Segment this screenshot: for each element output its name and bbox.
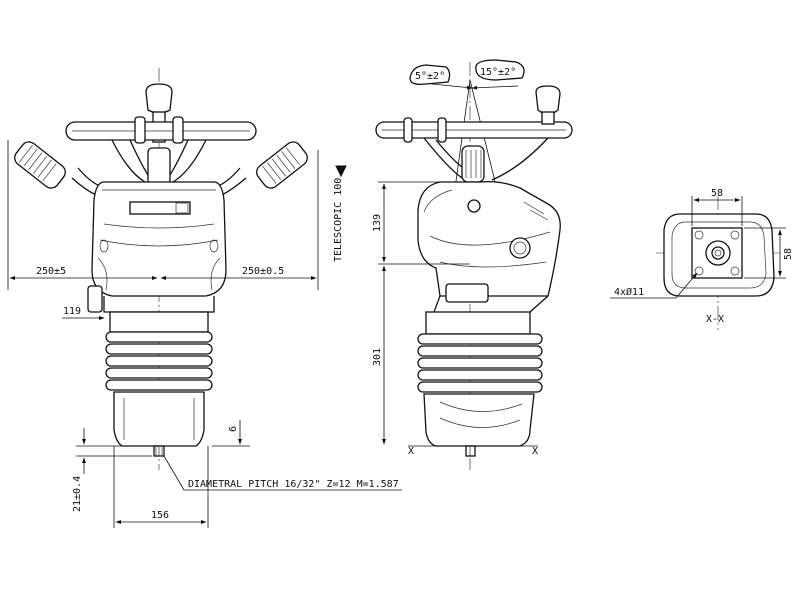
dim-301: 301 [372,348,383,366]
dim-139: 139 [372,214,383,232]
dim-58-side: 58 [783,248,794,260]
dim-21: 21±0.4 [72,476,83,512]
dim-250-left: 250±5 [36,266,66,277]
front-handle-bar [65,116,257,144]
section-mark-right: X [532,446,538,457]
holes-label: 4xØ11 [614,286,644,298]
front-bellows [105,331,213,391]
side-view: 5°±2° 15°±2° [372,59,573,470]
angle-tag-left: 5°±2° [409,64,451,86]
side-bellows [417,333,543,393]
section-label: X-X [706,314,724,325]
telescopic-label: TELESCOPIC 100 [333,178,344,262]
dim-58-top: 58 [711,188,723,199]
front-view: 250±5 250±0.5 119 TELESCOPIC 100 6 21±0.… [7,68,402,528]
side-engine-body [417,180,561,303]
svg-text:5°±2°: 5°±2° [415,71,445,82]
front-left-grip [14,141,101,197]
front-engine-body [87,181,227,313]
front-right-grip [217,141,308,197]
dim-156: 156 [151,510,169,521]
pinion-note: DIAMETRAL PITCH 16/32" Z=12 M=1.587 [188,479,399,490]
section-view: 58 58 4xØ11 X-X [610,188,794,330]
front-foot [113,391,205,457]
angle-tag-right: 15°±2° [475,59,525,81]
section-mark-left: X [408,446,414,457]
svg-text:15°±2°: 15°±2° [480,67,516,78]
dim-119: 119 [63,306,81,317]
dim-6: 6 [228,426,239,432]
dim-250-right: 250±0.5 [242,266,284,277]
